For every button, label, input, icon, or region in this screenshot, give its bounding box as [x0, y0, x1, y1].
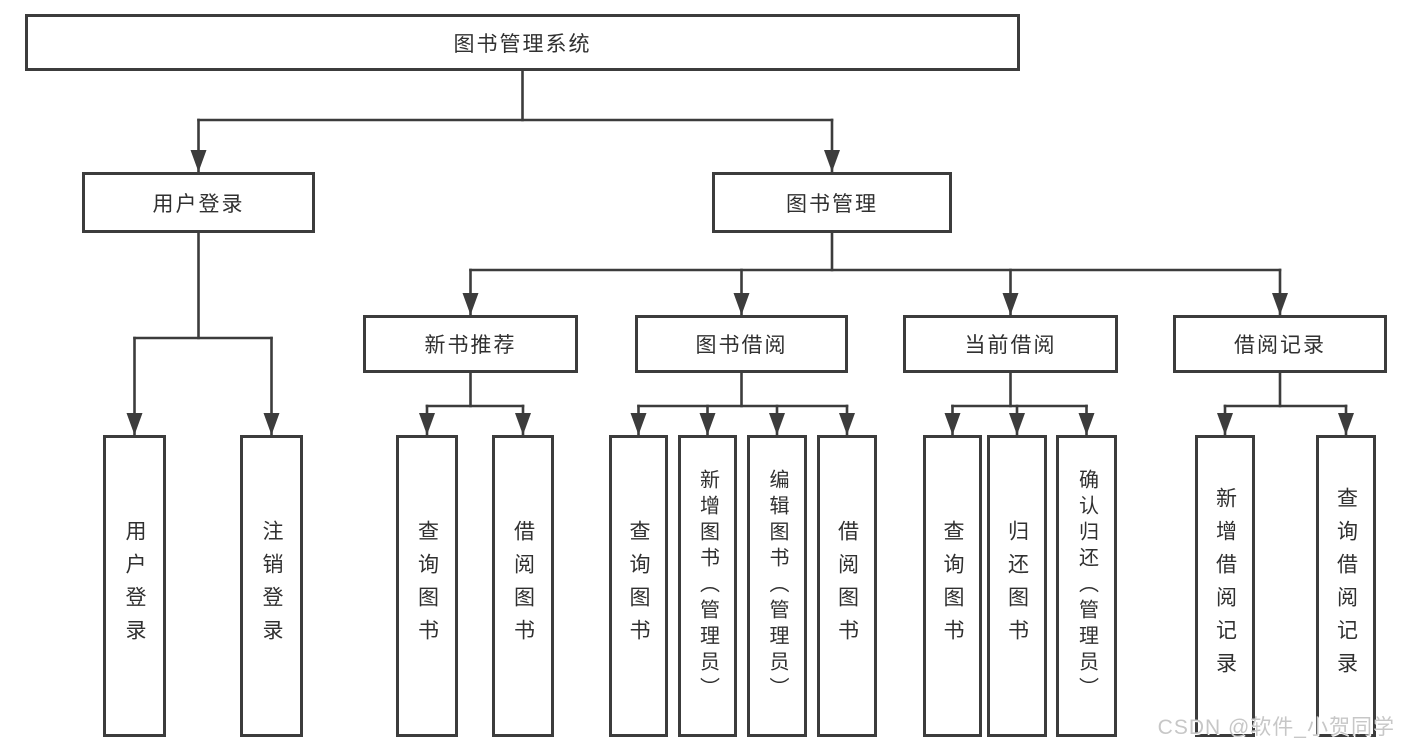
- arrowhead: [1338, 413, 1354, 435]
- node-root-system: 图书管理系统: [25, 14, 1020, 71]
- leaf-query-books-newbook: 查询图书: [396, 435, 458, 737]
- leaf-query-books-borrow: 查询图书: [609, 435, 668, 737]
- connector-book-mgmt-children: [462, 231, 1288, 317]
- node-user-login: 用户登录: [82, 172, 315, 233]
- arrowhead: [630, 413, 647, 435]
- leaf-borrow-books: 借阅图书: [817, 435, 877, 737]
- connector-borrowing-records-children: [1217, 371, 1354, 437]
- leaf-return-books: 归还图书: [987, 435, 1047, 737]
- connector-current-borrowing-children: [944, 371, 1095, 437]
- arrowhead: [1272, 293, 1288, 315]
- node-book-borrowing: 图书借阅: [635, 315, 848, 373]
- leaf-add-books-admin: 新增图书（管理员）: [678, 435, 737, 737]
- arrowhead: [462, 293, 479, 315]
- arrowhead: [733, 293, 750, 315]
- arrowhead: [824, 150, 840, 172]
- leaf-confirm-return-admin: 确认归还（管理员）: [1056, 435, 1117, 737]
- arrowhead: [515, 413, 531, 435]
- node-book-management: 图书管理: [712, 172, 952, 233]
- connector-root-to-level2: [190, 69, 840, 174]
- arrowhead: [699, 413, 716, 435]
- leaf-query-books-current: 查询图书: [923, 435, 982, 737]
- arrowhead: [1002, 293, 1019, 315]
- node-new-book-recommend: 新书推荐: [363, 315, 578, 373]
- node-borrowing-records: 借阅记录: [1173, 315, 1387, 373]
- arrowhead: [419, 413, 435, 435]
- arrowhead: [1009, 413, 1025, 435]
- leaf-user-login: 用户登录: [103, 435, 166, 737]
- arrowhead: [1078, 413, 1095, 435]
- leaf-add-borrow-record: 新增借阅记录: [1195, 435, 1255, 737]
- arrowhead: [263, 413, 280, 435]
- connector-book-borrowing-children: [630, 371, 855, 437]
- leaf-query-borrow-record: 查询借阅记录: [1316, 435, 1376, 737]
- arrowhead: [769, 413, 785, 435]
- arrowhead: [839, 413, 855, 435]
- csdn-watermark: CSDN @软件_小贺同学: [1157, 716, 1395, 739]
- arrowhead: [190, 150, 207, 172]
- leaf-edit-books-admin: 编辑图书（管理员）: [747, 435, 807, 737]
- node-current-borrowing: 当前借阅: [903, 315, 1118, 373]
- arrowhead: [126, 413, 143, 435]
- connector-new-book-children: [419, 371, 531, 437]
- arrowhead: [1217, 413, 1233, 435]
- connector-user-login-children: [126, 231, 280, 437]
- leaf-borrow-books-newbook: 借阅图书: [492, 435, 554, 737]
- arrowhead: [944, 413, 961, 435]
- leaf-logout: 注销登录: [240, 435, 303, 737]
